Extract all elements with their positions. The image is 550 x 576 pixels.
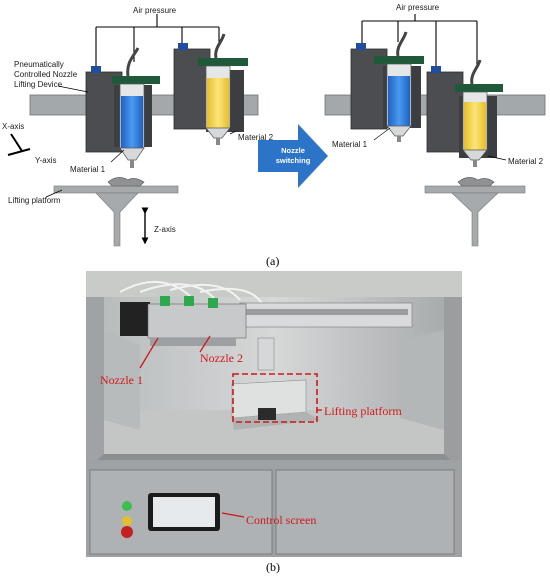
left-assembly	[7, 14, 259, 247]
caption-a: (a)	[266, 254, 279, 268]
air-lines-right	[361, 14, 478, 69]
rail-slot	[244, 309, 408, 315]
air-pressure-label-left: Air pressure	[133, 6, 177, 15]
chamber-right-wall	[444, 297, 462, 470]
switch-label-1: Nozzle	[281, 146, 305, 155]
leader-nozzle2	[199, 335, 211, 353]
x-axis-label: X-axis	[2, 122, 24, 131]
air-connector-1	[91, 66, 101, 73]
yellow-material	[207, 78, 229, 128]
top-frame	[86, 271, 462, 297]
motor	[120, 302, 150, 336]
yellow-material-right	[464, 102, 486, 150]
green-light	[122, 501, 132, 511]
air-pressure-label-right: Air pressure	[396, 3, 440, 12]
print-head-assembly	[147, 303, 247, 339]
z-tower	[257, 337, 275, 371]
chamber-left-wall	[86, 297, 104, 470]
material1-left-label: Material 1	[70, 165, 106, 174]
air-hose-2	[214, 33, 226, 59]
y-axis-label: Y-axis	[35, 156, 57, 165]
nozzle-tip-right-2	[473, 160, 477, 167]
lifting-device-label-1: Pneumatically	[14, 60, 64, 69]
left-inner-panel	[104, 330, 140, 430]
leader-material1-left	[110, 149, 125, 163]
clamp-right-2	[455, 84, 503, 92]
control-screen-display	[153, 497, 215, 527]
air-hose-1	[126, 47, 140, 77]
printed-object-right	[457, 177, 495, 187]
blue-material-right	[388, 76, 410, 126]
blue-material	[121, 96, 143, 148]
right-assembly	[324, 14, 546, 247]
x-axis-arrow	[10, 133, 23, 152]
air-hose-right-2	[470, 59, 482, 85]
nozzle-2	[205, 127, 231, 139]
lifting-device-label-3: Lifting Device	[14, 80, 63, 89]
lifting-platform-photo-label: Lifting platform	[324, 404, 402, 418]
caption-b: (b)	[266, 560, 280, 574]
air-connector-right-1	[356, 43, 366, 50]
photo-machine	[86, 271, 462, 557]
y-axis-arrow	[7, 148, 31, 156]
nozzle-right-2	[462, 149, 488, 161]
lifting-platform-label: Lifting platform	[8, 196, 61, 205]
platform-support	[95, 192, 139, 247]
air-hose-right-1	[396, 31, 408, 57]
emergency-stop	[121, 526, 133, 538]
control-screen-label: Control screen	[246, 513, 316, 527]
clamp-2	[198, 58, 248, 66]
z-axis-label: Z-axis	[154, 225, 176, 234]
air-connector-2	[178, 43, 188, 50]
leader-platform	[45, 189, 63, 198]
nozzle-tip-2	[216, 138, 220, 145]
lifting-device-label-2: Controlled Nozzle	[14, 70, 78, 79]
material1-right-label: Material 1	[332, 140, 368, 149]
green-fitting-3	[208, 298, 218, 308]
switch-label-2: switching	[276, 156, 311, 165]
air-connector-right-2	[431, 66, 441, 73]
leader-material2-right	[487, 155, 507, 161]
platform-base	[232, 412, 320, 430]
green-fitting-1	[160, 296, 170, 306]
nozzle-right-1	[386, 125, 412, 137]
green-fitting-2	[184, 296, 194, 306]
nozzle-1	[119, 147, 145, 161]
chamber-floor	[104, 410, 444, 454]
nozzle-carrier	[150, 338, 236, 346]
lifting-platform-top	[53, 185, 179, 194]
right-inner-panel	[400, 330, 444, 430]
platform-highlight-box	[232, 373, 318, 423]
leader-material2-left	[229, 130, 237, 135]
nozzle1-label: Nozzle 1	[100, 373, 143, 387]
nozzle-tip-1	[130, 160, 134, 168]
nozzle2-label: Nozzle 2	[200, 351, 243, 365]
clamp-1	[112, 76, 160, 84]
cabinet-door-right	[275, 469, 455, 555]
lifting-platform-top-right	[424, 185, 526, 194]
air-tubes	[119, 280, 263, 305]
material2-right-label: Material 2	[508, 157, 544, 166]
printed-object	[107, 177, 145, 187]
nozzle-tip-right-1	[397, 136, 401, 142]
nozzle-switching-arrow	[258, 124, 328, 188]
leader-control-screen	[221, 512, 245, 518]
leader-lifting-device	[57, 85, 89, 93]
clamp-right-1	[374, 56, 424, 64]
leader-nozzle1	[139, 337, 159, 369]
platform-support-right	[451, 192, 499, 247]
leader-material1-right	[373, 127, 391, 141]
platform-mechanism	[258, 408, 276, 420]
yellow-button	[122, 516, 132, 526]
air-lines-left	[95, 14, 220, 66]
material2-left-label: Material 2	[238, 133, 274, 142]
